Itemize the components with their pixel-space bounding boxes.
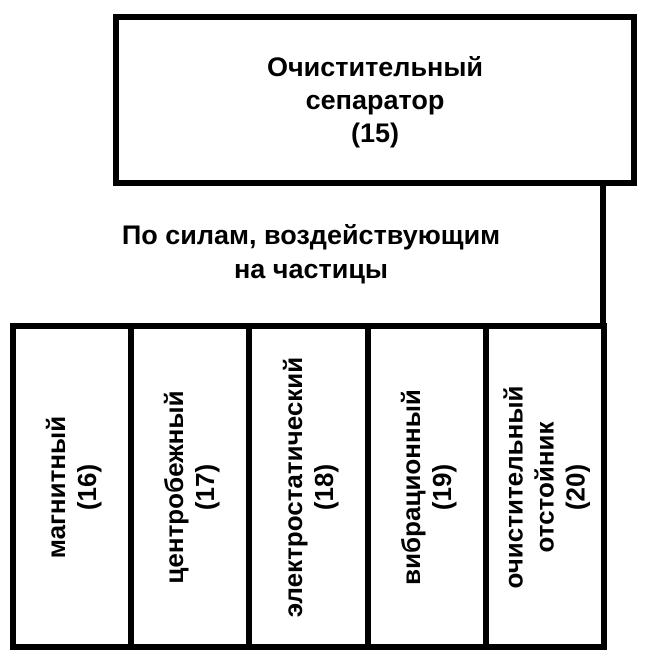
category-label-magnetic: магнитный (16) xyxy=(41,415,103,558)
category-number: (17) xyxy=(190,463,221,510)
category-box-magnetic: магнитный (16) xyxy=(16,329,129,644)
root-box-title-line1: Очистительный xyxy=(266,51,484,82)
category-box-electrostatic: электростатический (18) xyxy=(246,329,365,644)
category-number: (19) xyxy=(426,463,457,510)
category-number: (18) xyxy=(308,463,339,510)
category-box-centrifugal: центробежный (17) xyxy=(128,329,247,644)
category-name: вибрационный xyxy=(395,388,426,585)
category-label-settling-tank: очистительный отстойник (20) xyxy=(498,385,591,588)
category-name: магнитный xyxy=(41,415,72,558)
root-box-title-line2: сепаратор xyxy=(305,84,445,115)
category-name: центробежный xyxy=(159,389,190,584)
root-box-cleaning-separator: Очистительный сепаратор (15) xyxy=(113,14,637,186)
root-box-number: (15) xyxy=(350,117,399,148)
category-name: очистительный xyxy=(498,384,529,589)
category-box-vibrational: вибрационный (19) xyxy=(364,329,483,644)
category-name-line2: отстойник xyxy=(529,420,560,553)
category-number: (16) xyxy=(72,463,103,510)
category-box-settling-tank: очистительный отстойник (20) xyxy=(482,329,602,644)
category-row: магнитный (16) центробежный (17) электро… xyxy=(10,323,607,650)
category-label-centrifugal: центробежный (17) xyxy=(159,390,221,583)
criterion-label-line2: на частицы xyxy=(233,254,388,284)
category-label-electrostatic: электростатический (18) xyxy=(278,356,340,617)
category-name: электростатический xyxy=(277,356,308,617)
classification-criterion-label: По силам, воздействующим на частицы xyxy=(0,218,622,286)
category-number: (20) xyxy=(560,463,591,510)
criterion-label-line1: По силам, воздействующим xyxy=(121,220,501,250)
category-label-vibrational: вибрационный (19) xyxy=(396,389,458,585)
connector-line xyxy=(600,183,606,324)
